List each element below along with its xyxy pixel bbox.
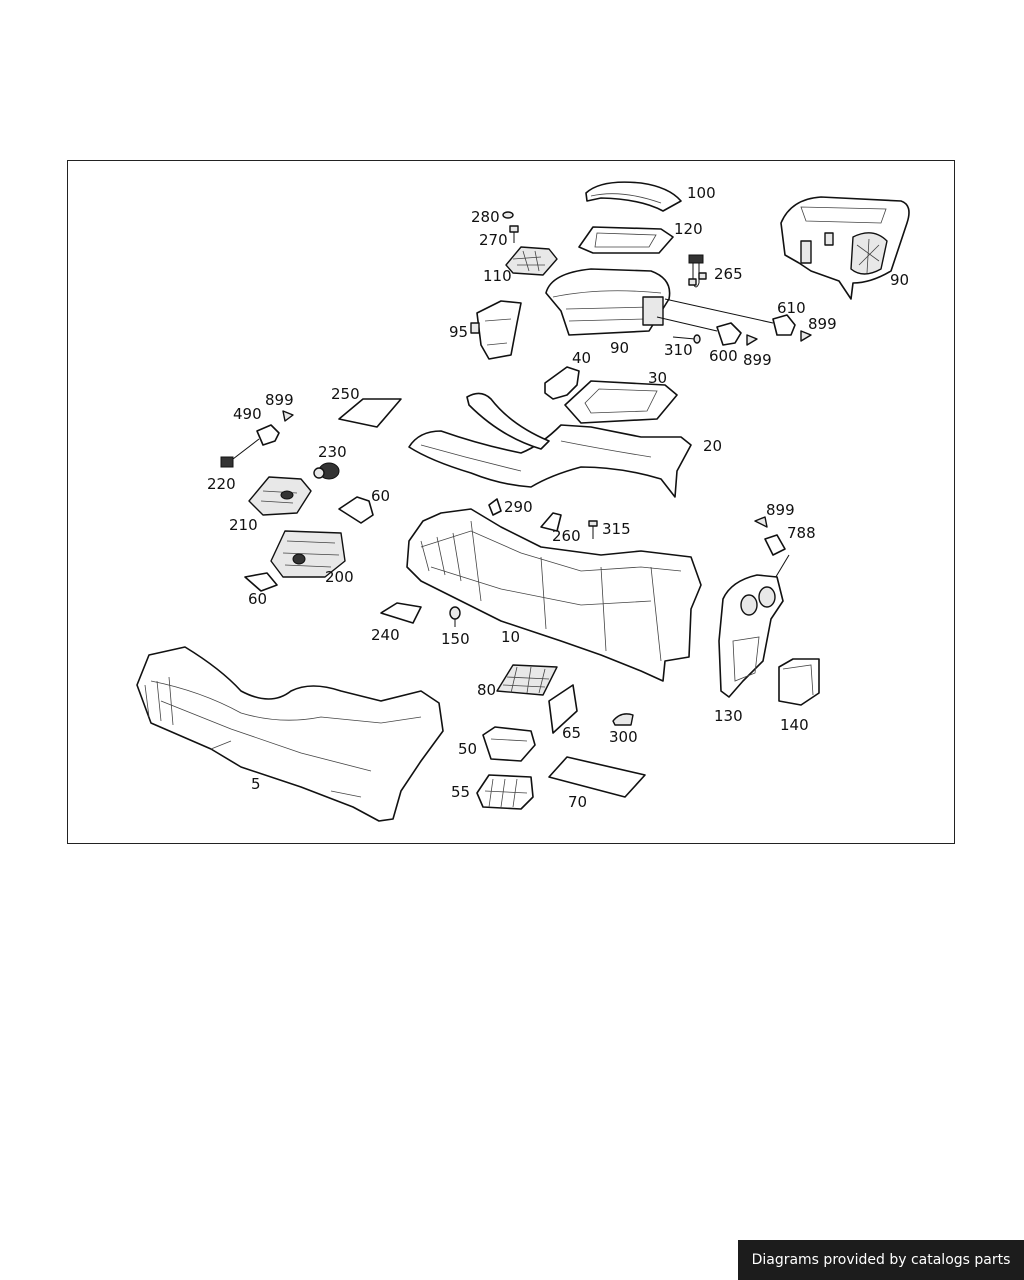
part-130-rear-vent-panel	[718, 574, 784, 698]
callout-210: 210	[229, 516, 258, 534]
callout-60-upper: 60	[371, 487, 391, 505]
callout-55: 55	[451, 783, 471, 801]
part-280-clip	[502, 211, 514, 219]
callout-50: 50	[458, 740, 478, 758]
callout-20: 20	[703, 437, 723, 455]
part-60-trim-lower	[244, 572, 278, 592]
callout-265: 265	[714, 265, 743, 283]
part-899-clip-d	[754, 516, 768, 528]
part-490-cover	[232, 424, 280, 460]
callout-30: 30	[648, 369, 668, 387]
part-60-trim-upper	[338, 496, 374, 524]
callout-80: 80	[477, 681, 497, 699]
callout-490: 490	[233, 405, 262, 423]
callout-5: 5	[251, 775, 261, 793]
part-230-knob	[313, 462, 340, 480]
part-610-cap	[772, 314, 796, 336]
part-899-clip-a	[800, 330, 812, 342]
part-100-armrest-cover	[585, 181, 682, 212]
callout-65: 65	[562, 724, 582, 742]
part-20-trim-panel	[408, 392, 692, 498]
callout-300: 300	[609, 728, 638, 746]
callout-250: 250	[331, 385, 360, 403]
callout-899-d: 899	[766, 501, 795, 519]
part-110-latch	[505, 246, 558, 276]
part-290-clip	[488, 498, 502, 516]
callout-899-b: 899	[743, 351, 772, 369]
callout-90-rear: 90	[890, 271, 910, 289]
part-600-cap	[716, 322, 742, 346]
callout-100: 100	[687, 184, 716, 202]
part-899-clip-b	[746, 334, 758, 346]
callout-220: 220	[207, 475, 236, 493]
callout-120: 120	[674, 220, 703, 238]
callout-200: 200	[325, 568, 354, 586]
part-10-console-housing	[406, 508, 702, 682]
callout-140: 140	[780, 716, 809, 734]
callout-600: 600	[709, 347, 738, 365]
callout-260: 260	[552, 527, 581, 545]
callout-10: 10	[501, 628, 521, 646]
callout-40: 40	[572, 349, 592, 367]
callout-60-lower: 60	[248, 590, 268, 608]
callout-110: 110	[483, 267, 512, 285]
part-95-cupholder	[470, 300, 522, 360]
part-150-clip	[449, 606, 461, 627]
part-315-screw	[588, 520, 598, 539]
part-55-tray	[476, 774, 534, 810]
part-90-armrest	[545, 268, 774, 336]
callout-280: 280	[471, 208, 500, 226]
part-260-bracket	[540, 512, 562, 532]
callout-130: 130	[714, 707, 743, 725]
part-265-usb-cable	[688, 254, 707, 288]
callout-315: 315	[602, 520, 631, 538]
callout-90-armrest: 90	[610, 339, 630, 357]
part-80-grid-insert	[496, 664, 558, 696]
callout-150: 150	[441, 630, 470, 648]
part-90-rear-panel	[780, 196, 910, 300]
part-899-clip-c	[282, 410, 294, 422]
part-210-controller	[248, 476, 312, 516]
callout-230: 230	[318, 443, 347, 461]
part-250-pad	[338, 398, 402, 428]
part-30-bezel	[564, 380, 678, 424]
part-50-tray	[482, 726, 536, 762]
part-5-console-shell	[136, 646, 444, 822]
part-120-hinge-frame	[578, 226, 674, 254]
callout-270: 270	[479, 231, 508, 249]
callout-899-c: 899	[265, 391, 294, 409]
parts-diagram	[136, 181, 910, 822]
part-200-switch-panel	[270, 530, 346, 578]
callout-610: 610	[777, 299, 806, 317]
callout-290: 290	[504, 498, 533, 516]
part-65-panel	[548, 684, 578, 734]
callout-899-a: 899	[808, 315, 837, 333]
part-300-clip	[612, 713, 634, 726]
part-310-pin	[672, 334, 701, 344]
part-270-screw	[509, 225, 519, 243]
callout-95: 95	[449, 323, 469, 341]
part-240-pad	[380, 602, 422, 624]
callout-240: 240	[371, 626, 400, 644]
callout-70: 70	[568, 793, 588, 811]
part-40-bracket	[544, 366, 580, 400]
footer-text: Diagrams provided by catalogs parts	[751, 1252, 1011, 1268]
part-220-switch	[220, 456, 234, 468]
part-140-box	[778, 658, 820, 706]
part-70-mat	[548, 756, 646, 798]
callout-788: 788	[787, 524, 816, 542]
footer-credit: Diagrams provided by catalogs parts	[738, 1240, 1024, 1280]
callout-310: 310	[664, 341, 693, 359]
diagram-frame: 100 280 270 120 110 265 90 90 95 610 899…	[67, 160, 955, 844]
